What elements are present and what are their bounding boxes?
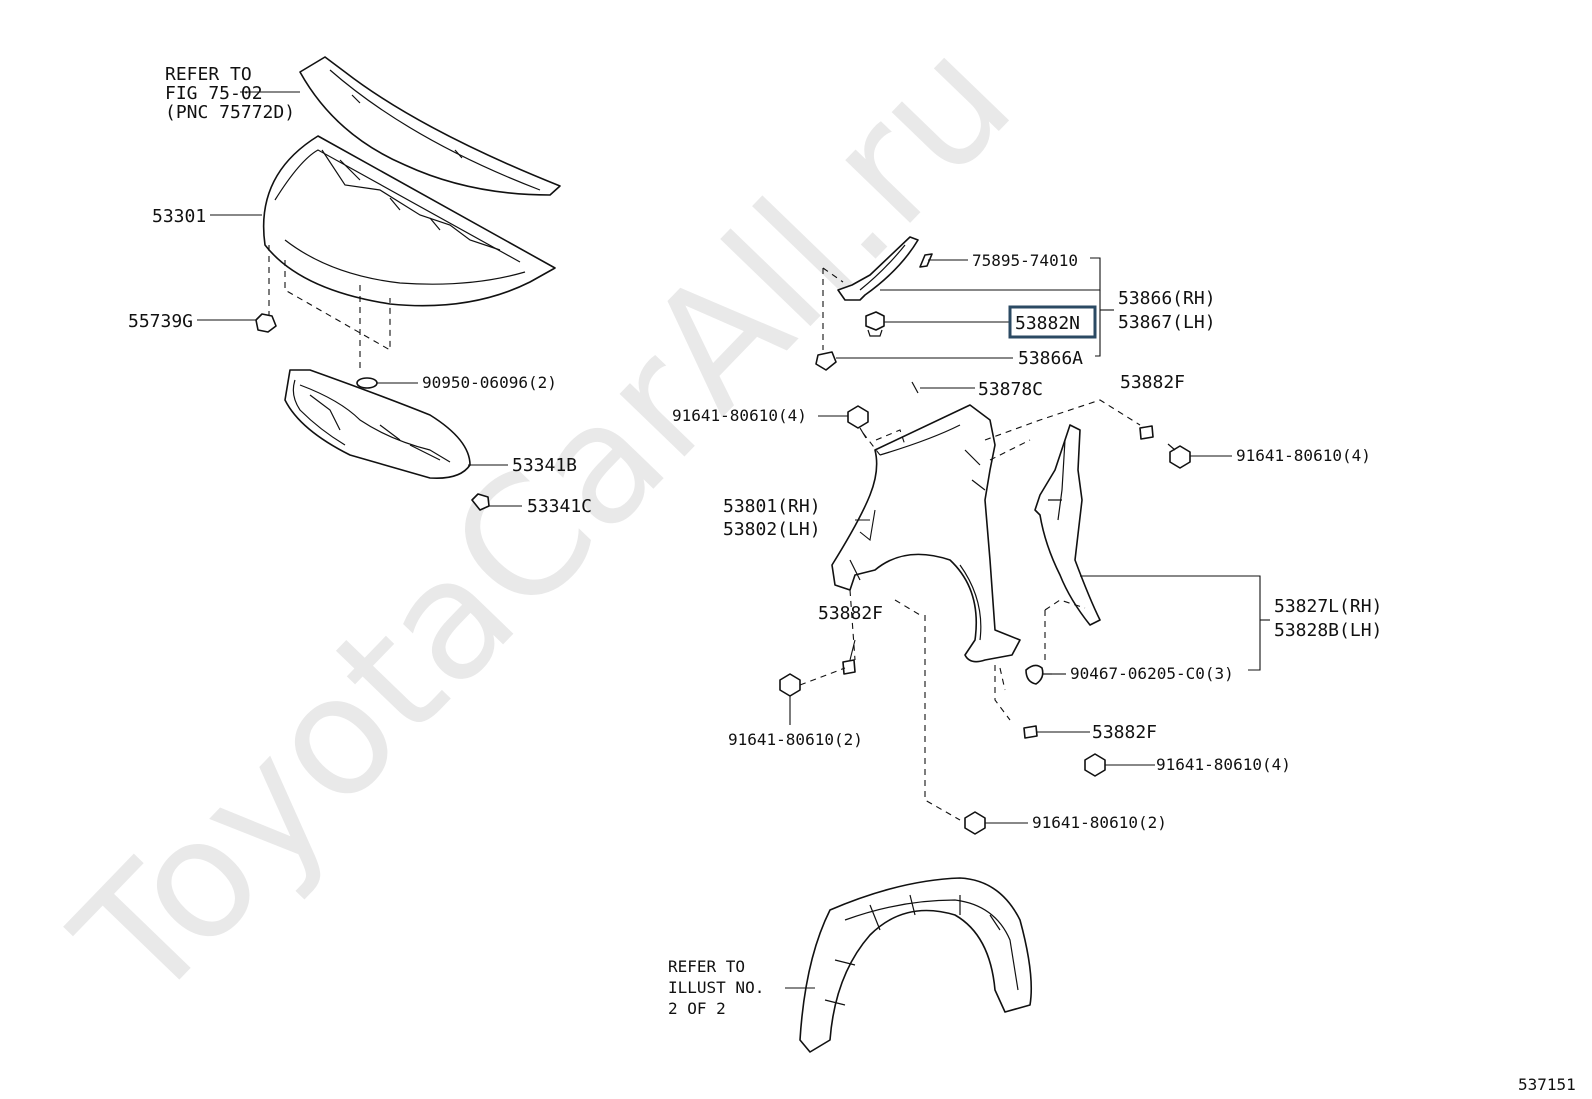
label-53801-rh: 53801(RH) <box>723 496 821 517</box>
bolt-left-drawing <box>779 673 801 697</box>
nut-53882f-bottom-drawing <box>1023 725 1038 739</box>
label-53882f-top: 53882F <box>1120 372 1185 393</box>
label-91641-top-right: 91641-80610(4) <box>1236 446 1371 465</box>
label-75895: 75895-74010 <box>972 251 1078 270</box>
clip-55739g-drawing <box>255 313 277 333</box>
label-53828b-lh: 53828B(LH) <box>1274 620 1382 641</box>
label-53882f-left: 53882F <box>818 603 883 624</box>
fender-bracket-drawing <box>837 236 919 301</box>
label-53882f-bottom: 53882F <box>1092 722 1157 743</box>
label-53878c: 53878C <box>978 379 1043 400</box>
bolt-bottom-right-drawing <box>1084 753 1106 777</box>
note-refer-fig-line1: REFER TO <box>165 64 252 85</box>
label-91641-top-left: 91641-80610(4) <box>672 406 807 425</box>
tape-53878c-drawing <box>911 381 919 394</box>
label-91641-bottom: 91641-80610(2) <box>1032 813 1167 832</box>
note-refer-illust-line3: 2 OF 2 <box>668 999 726 1018</box>
clip-53341c-drawing <box>471 493 490 511</box>
fender-seal-drawing <box>1034 424 1101 626</box>
nut-53882f-top-drawing <box>1139 425 1154 440</box>
label-55739g: 55739G <box>128 311 193 332</box>
label-53866a: 53866A <box>1018 348 1083 369</box>
clip-53882n-drawing <box>865 311 885 337</box>
hood-molding-drawing <box>299 56 561 196</box>
note-refer-illust-line1: REFER TO <box>668 957 745 976</box>
label-90950: 90950-06096(2) <box>422 373 557 392</box>
hood-panel-drawing <box>262 135 556 307</box>
label-53827l-rh: 53827L(RH) <box>1274 596 1382 617</box>
label-53802-lh: 53802(LH) <box>723 519 821 540</box>
label-53341b: 53341B <box>512 455 577 476</box>
label-90467: 90467-06205-C0(3) <box>1070 664 1234 683</box>
label-53882n: 53882N <box>1015 313 1080 334</box>
note-refer-fig-line2: FIG 75-02 <box>165 83 263 104</box>
label-53867-lh: 53867(LH) <box>1118 312 1216 333</box>
bolt-top-left-drawing <box>847 405 869 439</box>
clip-53866a-drawing <box>815 351 837 371</box>
note-refer-fig-line3: (PNC 75772D) <box>165 102 295 123</box>
bolt-top-right-drawing <box>1167 443 1191 469</box>
note-refer-illust-line2: ILLUST NO. <box>668 978 764 997</box>
clip-90467-drawing <box>1025 664 1052 685</box>
nut-53882f-left-drawing <box>842 659 856 675</box>
label-53866-rh: 53866(RH) <box>1118 288 1216 309</box>
bolt-bottom-drawing <box>964 811 986 835</box>
tape-75895-drawing <box>919 253 933 268</box>
label-53341c: 53341C <box>527 496 592 517</box>
label-91641-left: 91641-80610(2) <box>728 730 863 749</box>
fender-panel-drawing <box>831 404 1021 663</box>
fender-liner-drawing <box>799 877 1032 1053</box>
plug-90950-drawing <box>356 377 378 389</box>
label-91641-bottom-right: 91641-80610(4) <box>1156 755 1291 774</box>
label-53301: 53301 <box>152 206 206 227</box>
highlight-box <box>1008 305 1097 339</box>
diagram-number: 537151 <box>1518 1075 1576 1094</box>
